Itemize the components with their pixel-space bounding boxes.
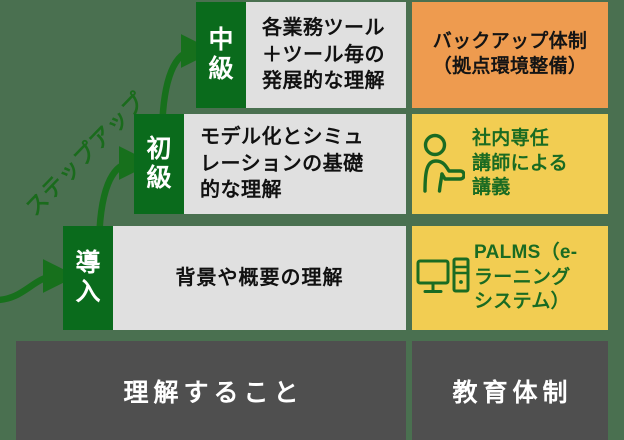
- level-tab-beginner-line1: 初: [146, 134, 172, 163]
- understanding-intermediate-line2: ＋ツール毎の: [262, 43, 385, 66]
- education-palms-line2: ラーニング: [474, 266, 571, 288]
- level-tab-beginner-line2: 級: [146, 164, 172, 192]
- understanding-intermediate-line1: 各業務ツール: [262, 17, 385, 40]
- level-tab-intermediate[interactable]: 中 級: [196, 2, 246, 108]
- education-backup-line1: バックアップ体制: [432, 31, 588, 53]
- understanding-beginner-line1: モデル化とシミュ: [200, 126, 364, 149]
- education-instructor-line2: 講師による: [472, 152, 568, 174]
- education-palms-line1: PALMS（e-: [474, 241, 578, 263]
- education-palms-line3: システム）: [474, 291, 570, 313]
- footer-bar-understanding: 理解すること: [16, 341, 406, 440]
- level-tab-beginner[interactable]: 初 級: [134, 114, 184, 214]
- level-tab-introduction-line2: 入: [75, 278, 101, 306]
- lecturer-person-icon: [412, 114, 472, 214]
- education-box-backup-system: バックアップ体制 （拠点環境整備）: [412, 2, 608, 108]
- level-tab-introduction-line1: 導: [75, 248, 101, 277]
- understanding-beginner-line2: レーションの基礎: [200, 152, 364, 175]
- education-backup-line2: （拠点環境整備）: [432, 56, 588, 77]
- desktop-computer-icon: [412, 226, 474, 330]
- understanding-box-introduction: 背景や概要の理解: [113, 226, 406, 330]
- education-box-in-house-instructor: 社内専任 講師による 講義: [412, 114, 608, 214]
- level-tab-intermediate-line2: 級: [208, 55, 234, 83]
- level-tab-introduction[interactable]: 導 入: [63, 226, 113, 330]
- understanding-intermediate-line3: 発展的な理解: [262, 70, 385, 93]
- understanding-box-beginner: モデル化とシミュ レーションの基礎 的な理解: [184, 114, 406, 214]
- education-instructor-line1: 社内専任: [472, 127, 550, 149]
- education-box-palms-elearning: PALMS（e- ラーニング システム）: [412, 226, 608, 330]
- understanding-beginner-line3: 的な理解: [200, 179, 282, 202]
- footer-bar-education-system: 教育体制: [412, 341, 608, 440]
- arrow-to-introduction: [0, 259, 77, 303]
- stepup-label: ステップアップ: [20, 87, 151, 221]
- understanding-introduction-line1: 背景や概要の理解: [175, 266, 344, 289]
- education-instructor-line3: 講義: [472, 177, 511, 199]
- footer-understanding-label: 理解すること: [123, 378, 304, 407]
- footer-education-label: 教育体制: [452, 378, 573, 407]
- level-tab-intermediate-line1: 中: [208, 25, 234, 54]
- understanding-box-intermediate: 各業務ツール ＋ツール毎の 発展的な理解: [246, 2, 406, 108]
